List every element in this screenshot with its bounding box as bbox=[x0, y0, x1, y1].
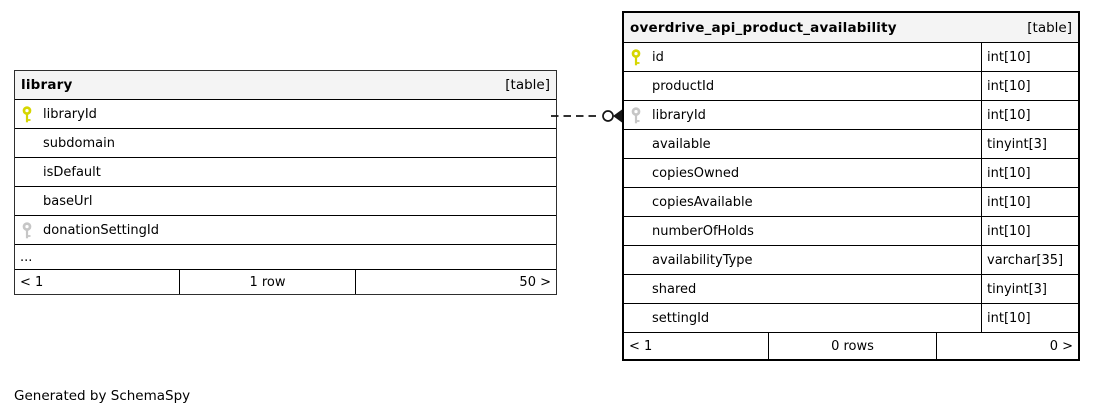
column-name: settingId bbox=[652, 310, 710, 326]
primary-key-icon bbox=[22, 105, 32, 122]
column-row-copiesOwned[interactable]: copiesOwned int[10] bbox=[624, 159, 1078, 188]
column-row-copiesAvailable[interactable]: copiesAvailable int[10] bbox=[624, 188, 1078, 217]
column-row-baseUrl[interactable]: baseUrl bbox=[15, 187, 556, 216]
paginator-prev-button[interactable]: < 1 bbox=[624, 333, 769, 359]
column-type: int[10] bbox=[981, 101, 1078, 129]
column-name: available bbox=[652, 136, 711, 152]
column-type: int[10] bbox=[981, 188, 1078, 216]
column-name: isDefault bbox=[43, 164, 101, 180]
column-list: id int[10] productId int[10] libraryId int[10… bbox=[624, 43, 1078, 333]
column-row-shared[interactable]: shared tinyint[3] bbox=[624, 275, 1078, 304]
foreign-key-icon bbox=[631, 106, 641, 123]
foreign-key-icon bbox=[22, 221, 32, 238]
column-name: shared bbox=[652, 281, 697, 297]
paginator-row-count: 1 row bbox=[180, 270, 356, 294]
column-name: copiesAvailable bbox=[652, 194, 753, 210]
column-type: int[10] bbox=[981, 304, 1078, 332]
table-type-badge: [table] bbox=[1027, 19, 1072, 36]
paginator-next-button[interactable]: 0 > bbox=[1049, 338, 1073, 354]
table-type-badge: [table] bbox=[505, 77, 550, 93]
column-name: numberOfHolds bbox=[652, 223, 754, 239]
column-row-libraryId[interactable]: libraryId bbox=[15, 100, 556, 129]
column-name: baseUrl bbox=[43, 193, 93, 209]
paginator-prev-button[interactable]: < 1 bbox=[15, 270, 180, 294]
column-type: int[10] bbox=[981, 159, 1078, 187]
paginator-next-button[interactable]: 50 > bbox=[519, 274, 551, 290]
column-row-numberOfHolds[interactable]: numberOfHolds int[10] bbox=[624, 217, 1078, 246]
table-name[interactable]: overdrive_api_product_availability bbox=[630, 19, 897, 36]
column-name: availabilityType bbox=[652, 252, 753, 268]
column-name: libraryId bbox=[652, 107, 706, 123]
truncated-columns-marker: ... bbox=[15, 245, 556, 270]
column-row-id[interactable]: id int[10] bbox=[624, 43, 1078, 72]
column-row-libraryId[interactable]: libraryId int[10] bbox=[624, 101, 1078, 130]
table-header: overdrive_api_product_availability [tabl… bbox=[624, 13, 1078, 43]
table-overdrive-api-product-availability: overdrive_api_product_availability [tabl… bbox=[622, 11, 1080, 361]
column-name: donationSettingId bbox=[43, 222, 159, 238]
column-type: int[10] bbox=[981, 72, 1078, 100]
column-type: varchar[35] bbox=[981, 246, 1078, 274]
paginator: < 1 0 rows 0 > bbox=[624, 333, 1078, 359]
table-library: library [table] libraryId subdomain isDefa… bbox=[14, 70, 557, 295]
column-type: int[10] bbox=[981, 43, 1078, 71]
column-type: tinyint[3] bbox=[981, 130, 1078, 158]
column-name: subdomain bbox=[43, 135, 115, 151]
column-list: libraryId subdomain isDefault baseUrl donati… bbox=[15, 100, 556, 245]
column-row-donationSettingId[interactable]: donationSettingId bbox=[15, 216, 556, 245]
column-name: id bbox=[652, 49, 664, 65]
column-row-isDefault[interactable]: isDefault bbox=[15, 158, 556, 187]
column-name: libraryId bbox=[43, 106, 97, 122]
column-row-productId[interactable]: productId int[10] bbox=[624, 72, 1078, 101]
column-type: int[10] bbox=[981, 217, 1078, 245]
table-header: library [table] bbox=[15, 71, 556, 100]
relationship-connector bbox=[551, 109, 622, 123]
column-name: copiesOwned bbox=[652, 165, 740, 181]
generator-credit: Generated by SchemaSpy bbox=[14, 388, 191, 404]
crowsfoot-arrow-icon bbox=[613, 109, 622, 123]
table-name[interactable]: library bbox=[21, 77, 73, 93]
column-row-settingId[interactable]: settingId int[10] bbox=[624, 304, 1078, 333]
paginator: < 1 1 row 50 > bbox=[15, 270, 556, 294]
column-row-available[interactable]: available tinyint[3] bbox=[624, 130, 1078, 159]
zero-cardinality-circle-icon bbox=[602, 110, 614, 122]
primary-key-icon bbox=[631, 48, 641, 65]
column-row-subdomain[interactable]: subdomain bbox=[15, 129, 556, 158]
paginator-row-count: 0 rows bbox=[769, 333, 937, 359]
column-name: productId bbox=[652, 78, 715, 94]
column-row-availabilityType[interactable]: availabilityType varchar[35] bbox=[624, 246, 1078, 275]
column-type: tinyint[3] bbox=[981, 275, 1078, 303]
